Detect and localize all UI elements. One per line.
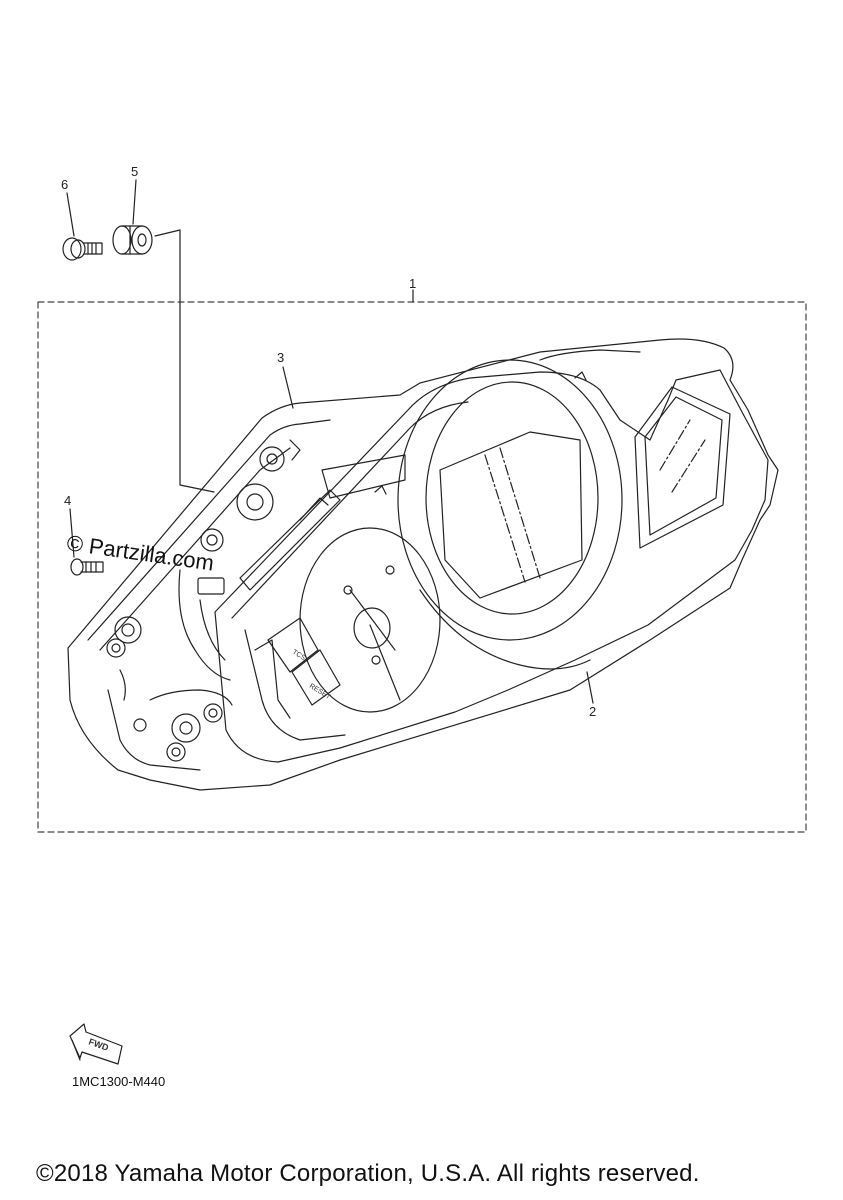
part-4-bolt <box>70 558 104 576</box>
leader-line-5 <box>132 179 137 225</box>
part-2-front-panel <box>214 349 769 763</box>
part-5-grommet <box>112 225 153 255</box>
fwd-label: FWD <box>87 1036 110 1053</box>
callout-5: 5 <box>131 164 138 179</box>
leader-line-3 <box>282 366 294 409</box>
assembly-boundary-box <box>37 301 807 833</box>
diagram-code: 1MC1300-M440 <box>72 1074 166 1089</box>
leader-line-5-to-assembly <box>154 229 215 493</box>
leader-line-4 <box>69 508 75 558</box>
part-6-bolt <box>62 237 103 261</box>
watermark: © Partzilla.com <box>65 530 215 575</box>
leader-line-6 <box>66 192 75 237</box>
fwd-arrow-icon <box>69 1023 123 1065</box>
callout-6: 6 <box>61 177 68 192</box>
callout-4: 4 <box>64 493 71 508</box>
callout-3: 3 <box>277 350 284 365</box>
leader-line-2 <box>586 671 594 704</box>
part-3-rear-housing <box>67 338 779 791</box>
copyright-notice: ©2018 Yamaha Motor Corporation, U.S.A. A… <box>36 1160 700 1187</box>
callout-2: 2 <box>589 704 596 719</box>
callout-1: 1 <box>409 276 416 291</box>
